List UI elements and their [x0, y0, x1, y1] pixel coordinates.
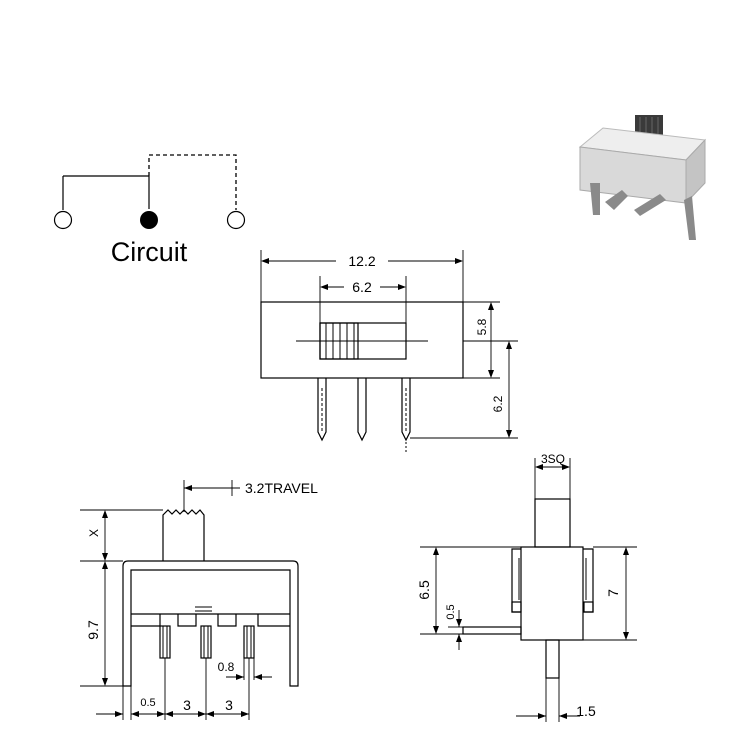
dim-top-width-slider: 6.2: [352, 279, 372, 295]
dim-front-pin-width: 0.8: [218, 660, 235, 674]
dim-top-height-body: 5.8: [475, 318, 489, 335]
front-view-actuator: [162, 509, 205, 561]
photo-pin-1: [590, 183, 600, 215]
dim-front-height: 9.7: [85, 620, 101, 640]
dim-side-tab: 0.5: [445, 604, 457, 619]
front-view-base: [131, 614, 290, 627]
photo-body-side: [685, 138, 706, 205]
photo-pin-2: [605, 190, 628, 210]
dim-side-body: 6.5: [416, 580, 432, 600]
front-view-pin-1: [159, 625, 171, 659]
terminal-right: [226, 210, 246, 230]
dim-front-offset: 0.5: [140, 697, 155, 709]
front-view: 3.2TRAVEL X 9.7 0.8: [80, 480, 318, 720]
side-view-latch-right: [583, 601, 594, 613]
front-view-frame: [122, 560, 299, 687]
top-view-pin-1: [317, 378, 327, 442]
front-view-pin-3: [243, 625, 255, 659]
side-view-body: [520, 546, 584, 641]
dim-side-actuator: 3SQ: [541, 452, 565, 466]
dim-front-pitch-1: 3: [183, 697, 191, 713]
product-photo: [578, 115, 707, 240]
dim-front-x: X: [87, 529, 101, 537]
dim-side-pin: 1.5: [576, 703, 596, 719]
dim-top-height-pins: 6.2: [491, 395, 505, 412]
top-view-pin-3: [401, 378, 411, 442]
circuit-label: Circuit: [111, 237, 188, 267]
top-view-body: [260, 301, 464, 379]
dim-front-travel: 3.2TRAVEL: [245, 480, 318, 496]
terminal-common: [140, 211, 158, 229]
top-view-pin-2: [357, 378, 367, 442]
side-view-latch-left: [511, 601, 522, 613]
front-view-pin-2: [200, 625, 212, 659]
photo-pin-3: [634, 194, 666, 216]
terminal-left: [53, 210, 73, 230]
photo-pin-4: [684, 196, 696, 240]
circuit-diagram: Circuit: [53, 154, 246, 267]
side-view-actuator: [534, 498, 571, 548]
dim-front-pitch-2: 3: [225, 697, 233, 713]
top-view: 12.2 6.2 5.8 6.2: [260, 250, 518, 452]
side-view-pin: [545, 639, 560, 679]
dim-side-height: 7: [605, 589, 621, 597]
side-view: 3SQ 6.5 0.5 7 1.5: [416, 452, 637, 722]
dim-top-width-total: 12.2: [348, 253, 375, 269]
circuit-wire-alternate: [148, 154, 237, 210]
side-view-tab: [462, 626, 522, 635]
